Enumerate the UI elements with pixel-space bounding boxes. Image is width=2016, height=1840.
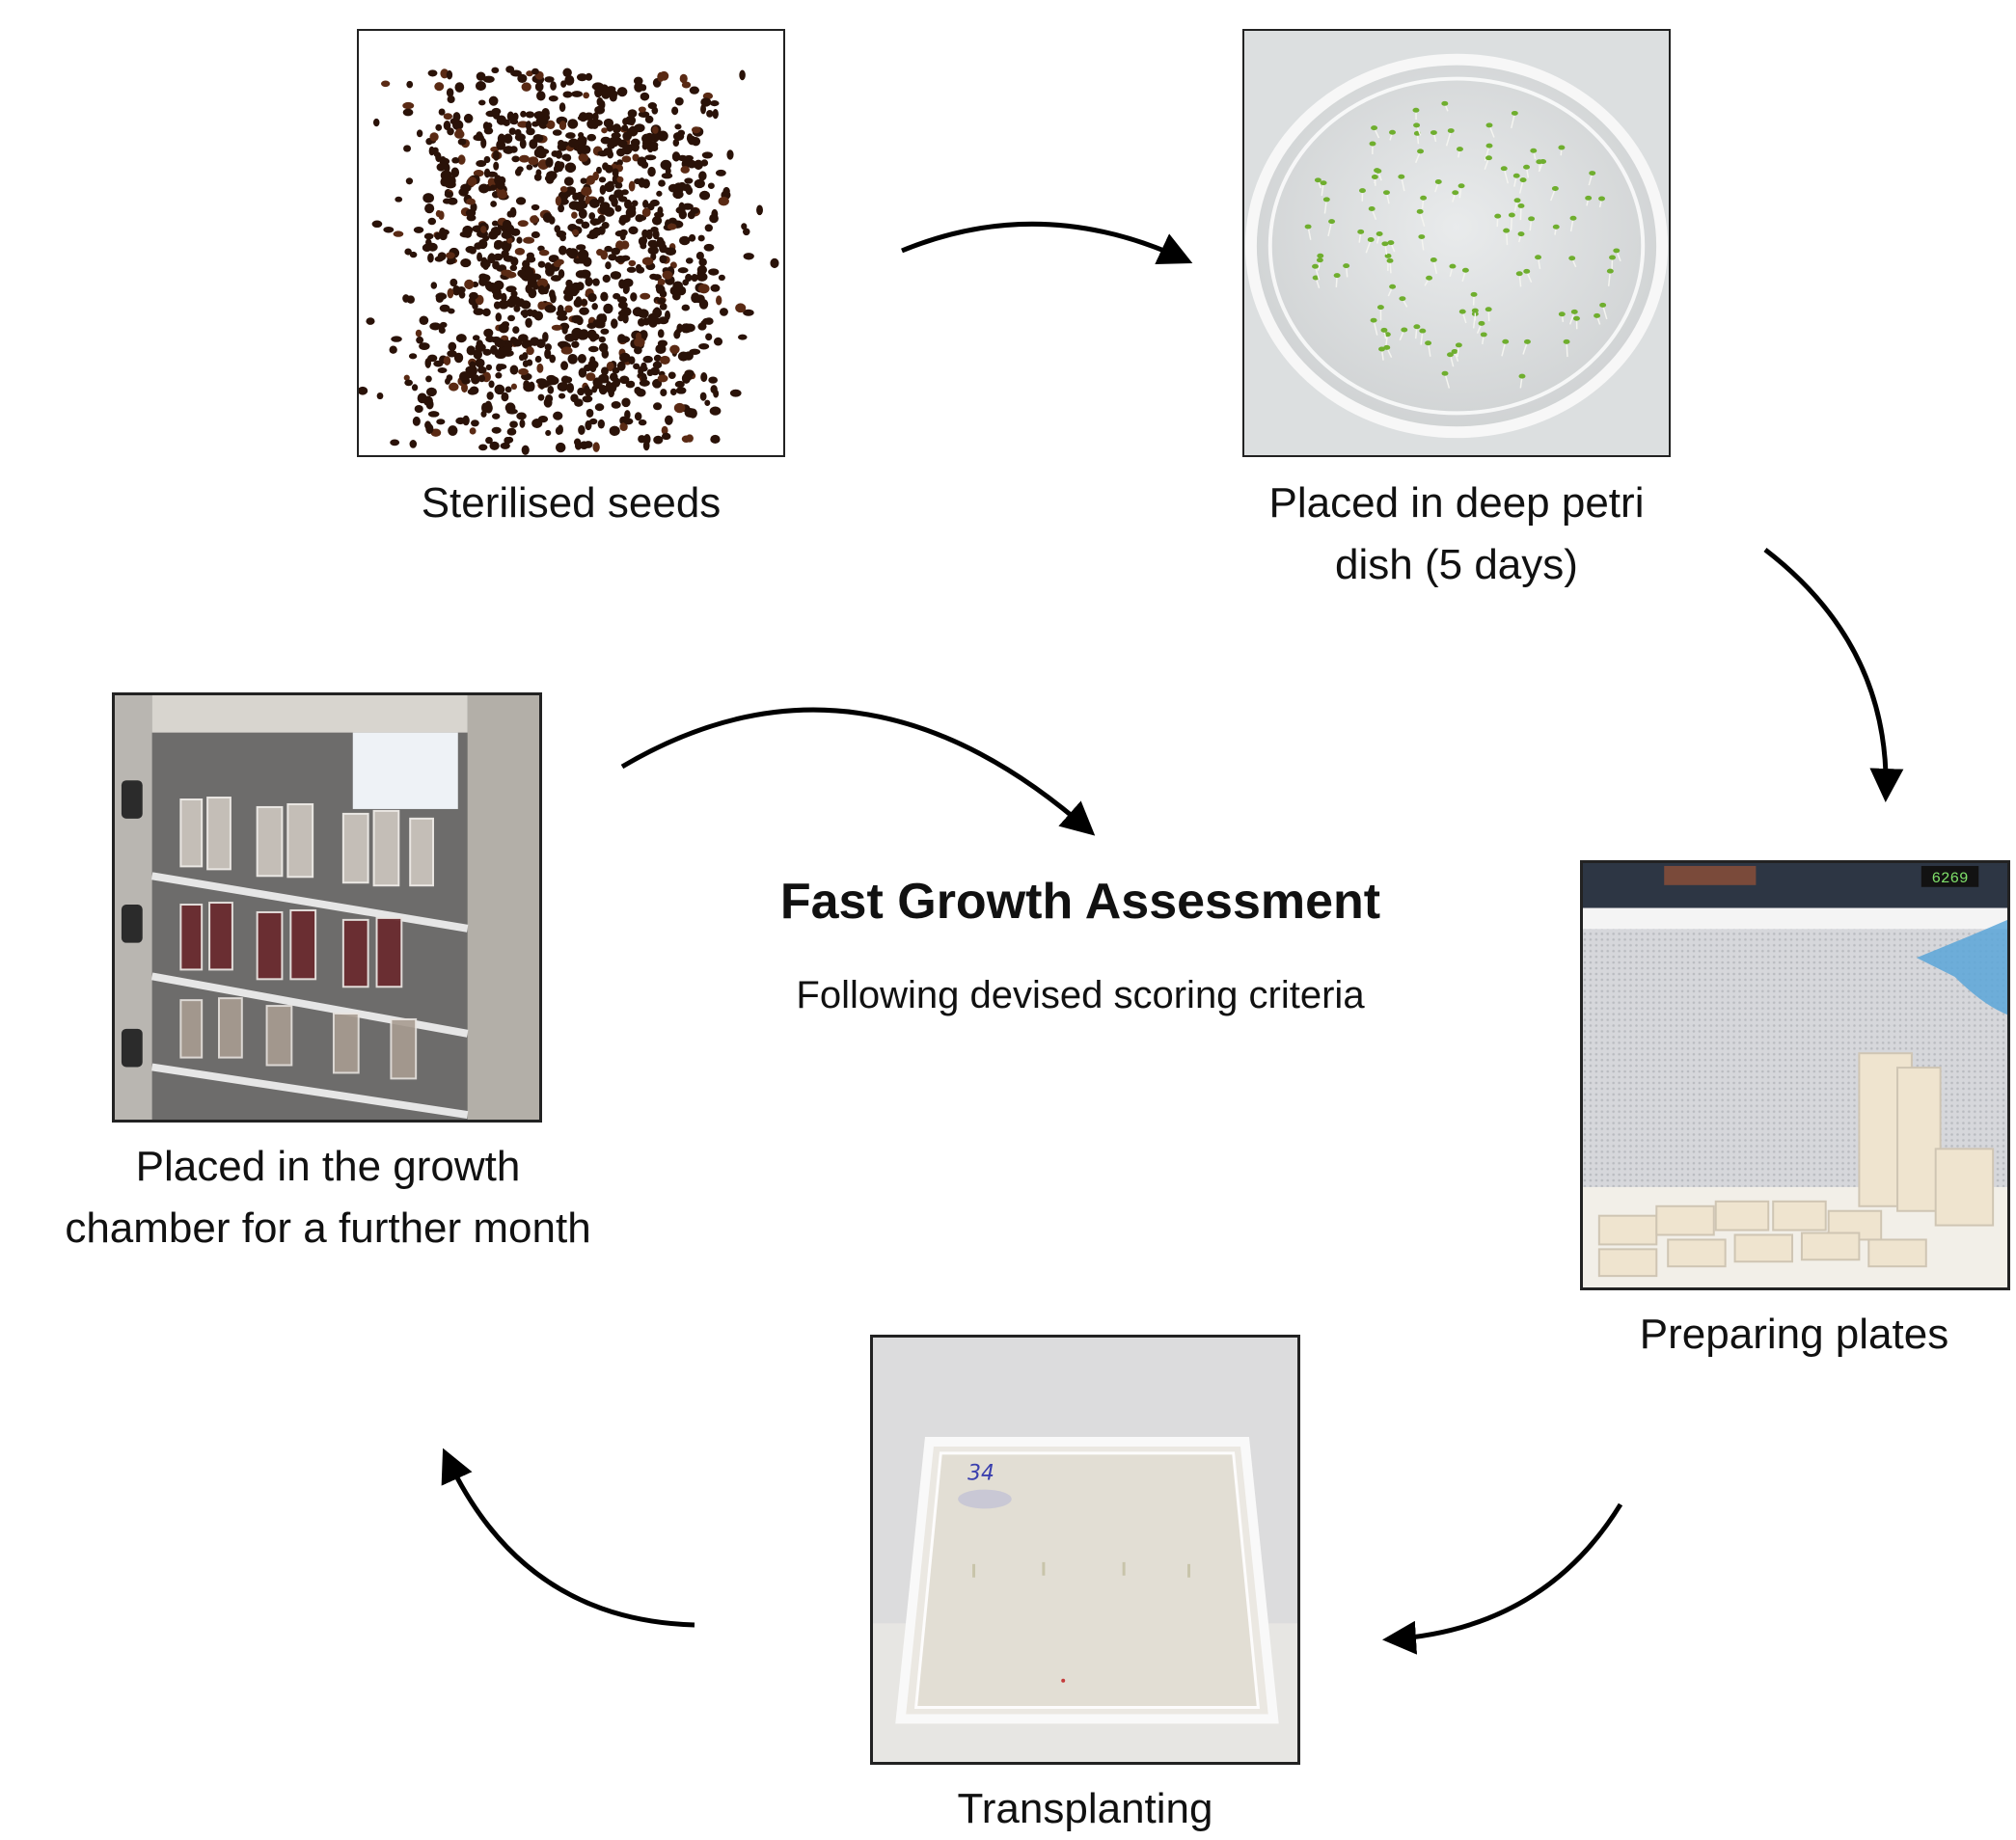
caption-preparing-plates: Preparing plates xyxy=(1572,1304,2016,1366)
seeds-photo xyxy=(357,29,785,457)
laminar-flow-hood-image: 6269 xyxy=(1582,862,2008,1288)
square-plate-image: 34 xyxy=(872,1337,1298,1763)
caption-line: chamber for a further month xyxy=(10,1198,646,1259)
caption-line: Transplanting xyxy=(849,1778,1321,1840)
petri-dish-photo xyxy=(1242,29,1671,457)
plate-label: 34 xyxy=(967,1462,994,1486)
caption-petri-dish: Placed in deep petri dish (5 days) xyxy=(1186,473,1727,596)
caption-sterilised-seeds: Sterilised seeds xyxy=(318,473,824,534)
caption-line: Preparing plates xyxy=(1572,1304,2016,1366)
growth-chamber-photo xyxy=(112,692,542,1123)
caption-line: Sterilised seeds xyxy=(318,473,824,534)
caption-line: Placed in the growth xyxy=(10,1136,646,1198)
square-plate-photo: 34 xyxy=(870,1335,1300,1765)
caption-line: dish (5 days) xyxy=(1186,534,1727,596)
caption-growth-chamber: Placed in the growth chamber for a furth… xyxy=(10,1136,646,1259)
diagram-subtitle: Following devised scoring criteria xyxy=(675,974,1485,1017)
petri-dish-image xyxy=(1244,31,1669,455)
arrow-petri-to-plates xyxy=(1765,550,1886,796)
growth-chamber-image xyxy=(114,694,540,1121)
diagram-title: Fast Growth Assessment xyxy=(675,873,1485,931)
caption-line: Placed in deep petri xyxy=(1186,473,1727,534)
laminar-flow-hood-photo: 6269 xyxy=(1580,860,2010,1290)
chamber-display: 6269 xyxy=(1932,870,1969,887)
arrow-plates-to-transplanting xyxy=(1389,1504,1621,1639)
seeds-image xyxy=(359,31,783,455)
caption-transplanting: Transplanting xyxy=(849,1778,1321,1840)
arrow-chamber-to-assessment xyxy=(622,710,1090,831)
arrow-seeds-to-petri xyxy=(902,224,1186,260)
arrow-transplanting-to-chamber xyxy=(446,1454,695,1625)
